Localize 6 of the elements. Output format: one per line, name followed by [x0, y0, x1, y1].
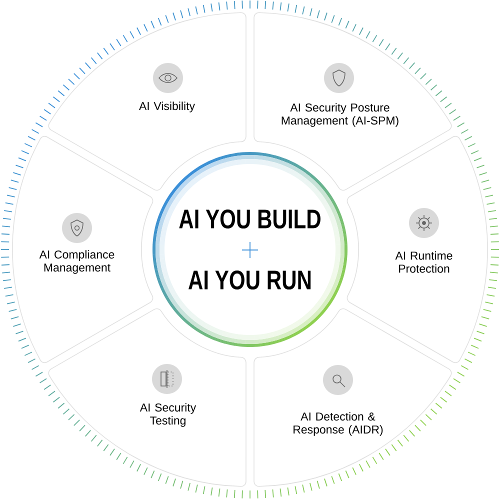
segment-card: AI Visibility	[48, 12, 246, 191]
segment-card: AI Security Testing	[48, 308, 246, 487]
segment-card: AI Detection & Response (AIDR)	[254, 308, 452, 487]
segment-card: AI Runtime Protection	[346, 136, 488, 364]
segment-card: AI Security Posture Management (AI-SPM)	[254, 12, 452, 191]
segment-card: AI Compliance Management	[12, 136, 154, 364]
